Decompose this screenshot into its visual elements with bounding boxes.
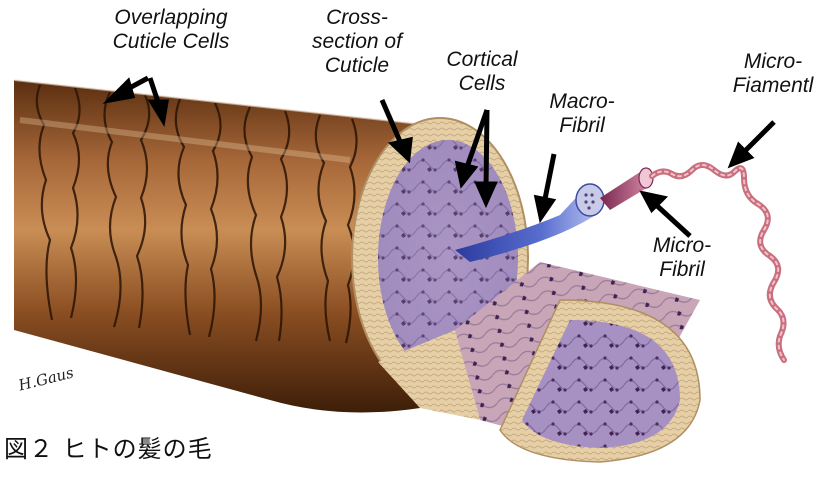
- arrow-microfilament: [732, 122, 774, 164]
- arrow-macrofibril: [537, 154, 554, 217]
- label-line: Cuticle: [302, 54, 412, 78]
- label-line: Micro-: [718, 50, 828, 74]
- label-line: Fibril: [632, 258, 732, 282]
- label-cortical-cells: Cortical Cells: [432, 48, 532, 96]
- label-line: Cross-: [302, 6, 412, 30]
- figure-caption: 図２ ヒトの髪の毛: [4, 434, 213, 464]
- label-line: Cortical: [432, 48, 532, 72]
- label-micro-fibril: Micro- Fibril: [632, 234, 732, 282]
- label-line: Cells: [432, 72, 532, 96]
- label-micro-filament: Micro- Fiamentl: [718, 50, 828, 98]
- label-line: section of: [302, 30, 412, 54]
- label-line: Overlapping: [96, 6, 246, 30]
- label-macro-fibril: Macro- Fibril: [532, 90, 632, 138]
- label-overlapping-cuticle-cells: Overlapping Cuticle Cells: [96, 6, 246, 54]
- label-line: Macro-: [532, 90, 632, 114]
- label-line: Micro-: [632, 234, 732, 258]
- arrow-microfibril: [644, 194, 690, 236]
- label-line: Fiamentl: [718, 74, 828, 98]
- label-line: Fibril: [532, 114, 632, 138]
- label-cross-section-of-cuticle: Cross- section of Cuticle: [302, 6, 412, 78]
- microfibril: [600, 168, 653, 210]
- label-line: Cuticle Cells: [96, 30, 246, 54]
